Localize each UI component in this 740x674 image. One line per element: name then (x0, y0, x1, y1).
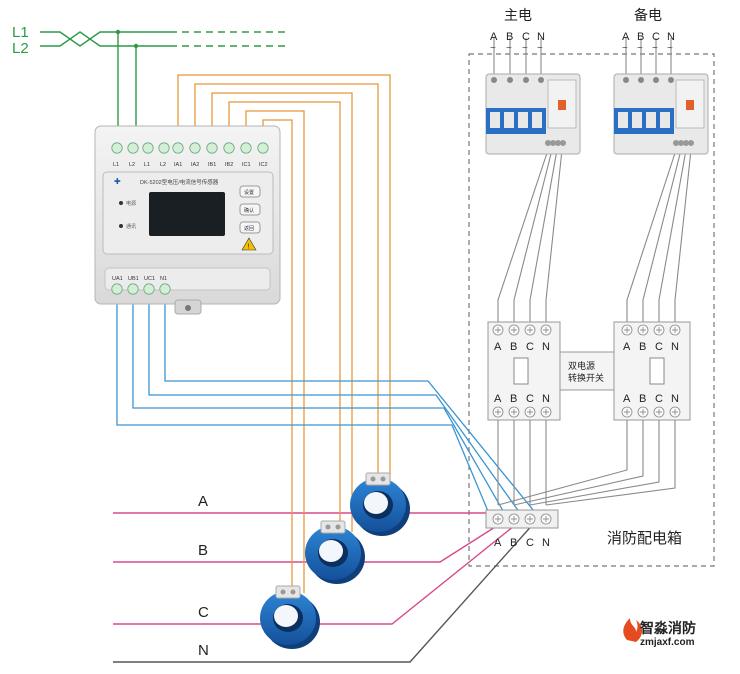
supply-line-l1-label: L1 (12, 24, 29, 41)
main-supply-tilde: ~ (490, 43, 496, 54)
output-terminal-label: N (542, 537, 550, 549)
ats-top-terminal-label: B (510, 341, 517, 353)
main-supply-letter: C (522, 31, 530, 43)
main-supply-tilde: ~ (537, 43, 543, 54)
ats-top-terminal-label: C (526, 341, 534, 353)
ats-top-terminal-label: B (639, 341, 646, 353)
backup-power-label: 备电 (634, 7, 662, 23)
ats-top-terminal-label: C (655, 341, 663, 353)
main-supply-tilde: ~ (522, 43, 528, 54)
ats-label-line2: 转换开关 (568, 372, 604, 383)
backup-breaker (613, 73, 709, 155)
current-transformer-a (350, 472, 410, 536)
device-top-terminal-label: IB2 (225, 162, 233, 168)
device-brand-icon: ✚ (114, 177, 121, 186)
ats-top-terminal-label: A (623, 341, 631, 353)
cabinet-wiring (493, 38, 692, 506)
device-display (149, 192, 225, 236)
warning-icon (241, 237, 257, 251)
device-bottom-terminal-label: UB1 (128, 276, 139, 282)
flame-logo-icon (623, 618, 642, 642)
ats-bottom-terminal-label: C (655, 393, 663, 405)
main-power-supply: 主电 A~B~C~N~ (490, 7, 545, 54)
backup-supply-letter: A (622, 31, 630, 43)
device-button-confirm-label: 确认 (244, 207, 254, 214)
main-breaker (485, 73, 581, 155)
device-top-terminal-label: IC2 (259, 162, 268, 168)
ats-bottom-terminal-label: C (526, 393, 534, 405)
device-button-set-label: 设置 (244, 189, 254, 196)
device-top-terminal-label: L1 (144, 162, 150, 168)
device-top-terminal-label: L2 (160, 162, 166, 168)
phase-c-label: C (198, 604, 209, 621)
device-button-back[interactable] (239, 221, 261, 234)
ats-bottom-terminal-label: N (542, 393, 550, 405)
device-button-confirm[interactable] (239, 203, 261, 216)
device-bottom-terminal-label: UC1 (144, 276, 155, 282)
main-supply-tilde: ~ (506, 43, 512, 54)
device-buttons: 设置 确认 返回 (239, 185, 261, 234)
backup-supply-letter: N (667, 31, 675, 43)
device-top-terminal-label: IA1 (174, 162, 182, 168)
indicator-comm-label: 通讯 (126, 223, 136, 230)
device-button-set[interactable] (239, 185, 261, 198)
device-top-terminal-label: IC1 (242, 162, 251, 168)
ats-bottom-terminal-label: A (494, 393, 502, 405)
ats-top-terminal-label: N (542, 341, 550, 353)
device-bottom-terminal-label: UA1 (112, 276, 123, 282)
backup-supply-letter: C (652, 31, 660, 43)
backup-supply-tilde: ~ (637, 43, 643, 54)
device-model-text: DK-5202型电压/电流信号传感器 (140, 178, 219, 186)
sensor-device: ✚ DK-5202型电压/电流信号传感器 电源 通讯 设置 确认 返回 ! L1… (94, 125, 281, 315)
phase-b-label: B (198, 542, 208, 559)
device-button-back-label: 返回 (244, 225, 254, 232)
ats-bottom-terminal-label: B (639, 393, 646, 405)
current-transformer-b (305, 520, 365, 584)
ats-top-terminal-label: N (671, 341, 679, 353)
output-terminal-label: A (494, 537, 502, 549)
phase-lines: A B C N (113, 493, 536, 663)
supply-line-l2-label: L2 (12, 40, 29, 57)
watermark-brand: 智淼消防 (639, 620, 696, 636)
output-terminal-label: C (526, 537, 534, 549)
backup-supply-letter: B (637, 31, 644, 43)
watermark-url: zmjaxf.com (640, 637, 695, 648)
ats-bottom-terminal-label: A (623, 393, 631, 405)
device-bottom-terminal-label: N1 (160, 276, 167, 282)
main-supply-letter: A (490, 31, 498, 43)
indicator-power-label: 电源 (126, 200, 136, 207)
ats-bottom-terminal-label: B (510, 393, 517, 405)
ats-label-line1: 双电源 (568, 360, 595, 371)
voltage-wires (116, 290, 539, 517)
current-transformers (260, 472, 410, 649)
phase-n-label: N (198, 642, 209, 659)
phase-a-label: A (198, 493, 208, 510)
watermark: 智淼消防 zmjaxf.com (623, 618, 696, 648)
svg-text:!: ! (248, 244, 250, 251)
ats-bottom-terminal-label: N (671, 393, 679, 405)
ats-top-terminal-label: A (494, 341, 502, 353)
backup-supply-tilde: ~ (622, 43, 628, 54)
main-supply-letter: N (537, 31, 545, 43)
device-top-terminal-label: IA2 (191, 162, 199, 168)
output-terminal-label: B (510, 537, 517, 549)
main-power-label: 主电 (504, 7, 532, 23)
cabinet-title: 消防配电箱 (607, 530, 682, 547)
device-top-terminal-label: L1 (113, 162, 119, 168)
main-supply-letter: B (506, 31, 513, 43)
backup-supply-tilde: ~ (652, 43, 658, 54)
backup-supply-tilde: ~ (667, 43, 673, 54)
backup-power-supply: 备电 A~B~C~N~ (622, 7, 675, 54)
device-top-terminal-label: IB1 (208, 162, 216, 168)
device-top-terminal-label: L2 (129, 162, 135, 168)
device-indicators: 电源 通讯 (119, 200, 136, 230)
current-transformer-c (260, 585, 320, 649)
